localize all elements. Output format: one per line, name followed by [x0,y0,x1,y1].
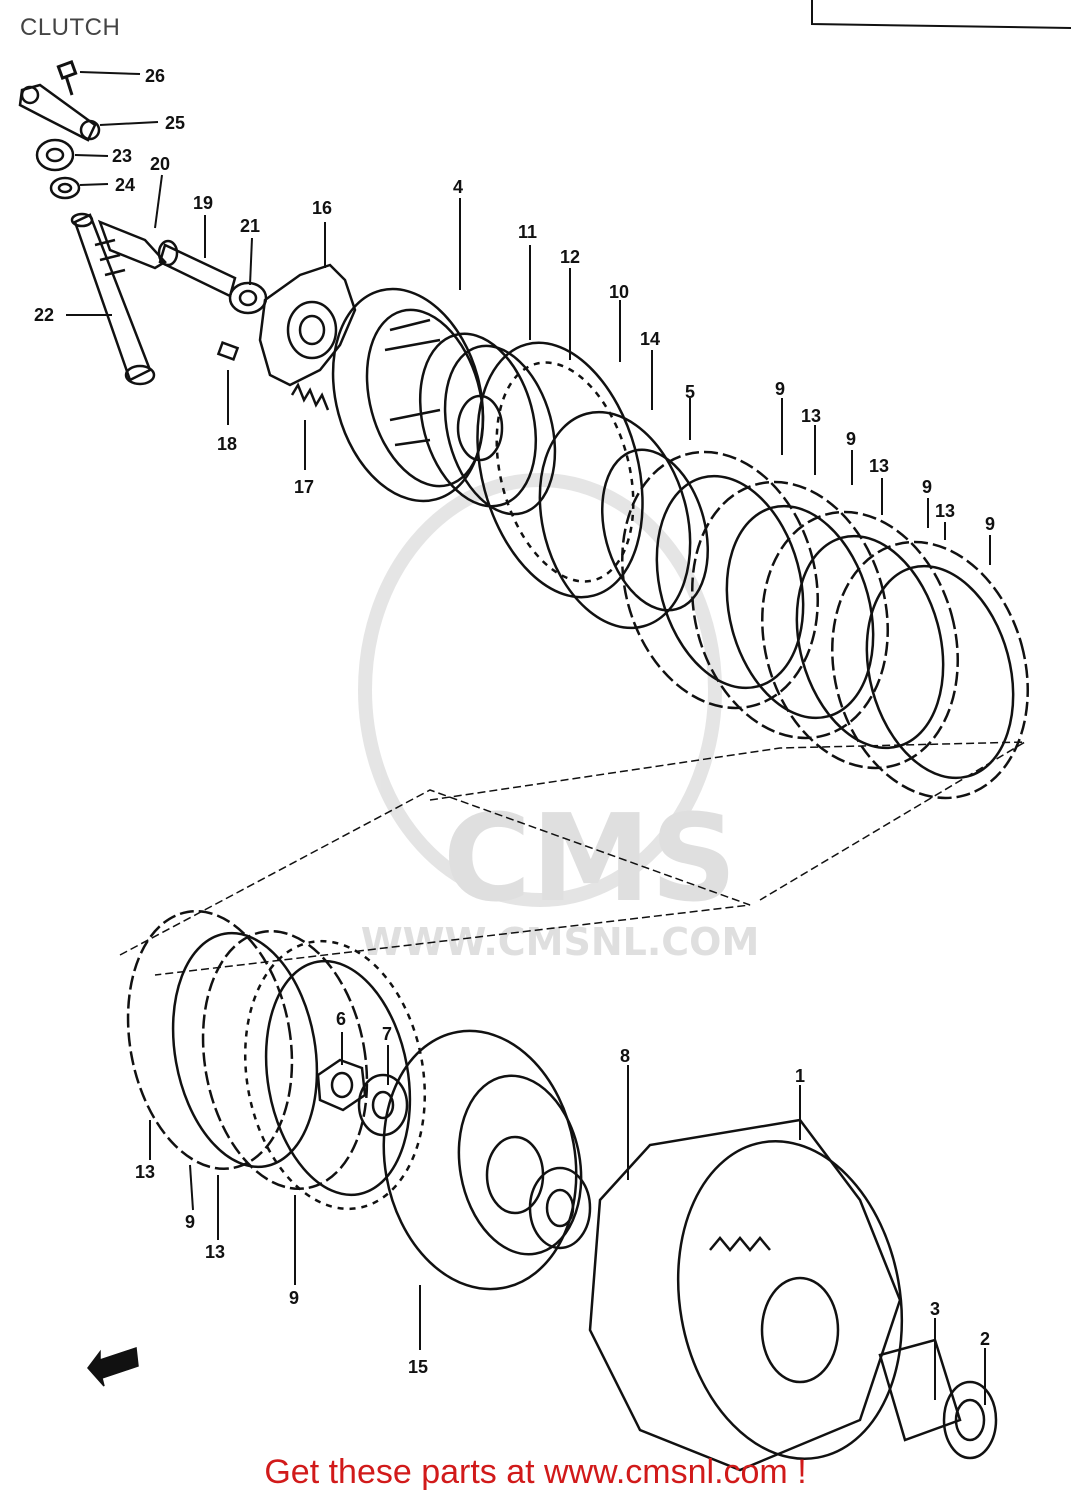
part-label: 16 [312,198,332,218]
pressure-lifter-16 [258,263,357,387]
part-label: 14 [640,329,660,349]
push-rod-20-19 [97,219,237,298]
watermark: CMS WWW.CMSNL.COM [358,473,759,964]
part-label: 26 [145,66,165,86]
part-label: 21 [240,216,260,236]
part-label: 10 [609,282,629,302]
nut-6-washer-7 [316,1058,409,1137]
part-label: 22 [34,305,54,325]
friction-ring-10 [476,341,644,599]
pressure-plate-4 [331,287,485,503]
leader-lines [66,71,991,1405]
spring-17 [290,382,330,411]
part-label: 9 [185,1212,195,1232]
spacer-3-washer-2 [878,1338,998,1460]
part-label: 19 [193,193,213,213]
bearing-21 [228,281,268,315]
part-label: 2 [980,1329,990,1349]
washers-23-24 [35,138,81,200]
bolt-18 [216,341,240,361]
part-label: 17 [294,477,314,497]
part-label: 23 [112,146,132,166]
parts-link-banner[interactable]: Get these parts at www.cmsnl.com ! [264,1453,807,1491]
lower-group-outline [119,789,751,976]
part-label: 13 [135,1162,155,1182]
part-label: 15 [408,1357,428,1377]
part-label: 13 [869,456,889,476]
part-label: 25 [165,113,185,133]
part-label: 7 [382,1024,392,1044]
part-label: 5 [685,382,695,402]
part-label: 9 [775,379,785,399]
release-arm [18,83,101,142]
bolt-26 [56,60,78,96]
part-label: 9 [985,514,995,534]
plates-11-12 [418,332,557,516]
front-direction-arrow-icon [87,1346,139,1387]
part-label: 13 [935,501,955,521]
part-label: 11 [518,222,537,242]
part-label: 9 [922,477,932,497]
clutch-plate-stack [621,450,1029,800]
part-label: 1 [795,1066,805,1086]
primary-driven-gear-1 [588,1118,904,1472]
part-label: 13 [205,1242,225,1262]
thrust-washer-8 [528,1166,592,1250]
watermark-brand: CMS [443,790,737,929]
part-label: 12 [560,247,580,267]
part-label: 20 [150,154,170,174]
part-label: 9 [846,429,856,449]
plate-14-wire-5 [538,410,710,630]
frame-corner [811,0,1071,29]
part-label: 18 [217,434,237,454]
part-label: 4 [453,177,463,197]
part-label: 8 [620,1046,630,1066]
release-rod-22 [70,212,156,386]
lower-plates-9-13 [126,909,369,1191]
part-label: 9 [289,1288,299,1308]
part-label: 6 [336,1009,346,1029]
part-label: 3 [930,1299,940,1319]
part-labels: 1 2 3 4 5 6 7 8 9 9 9 9 9 9 10 11 12 13 … [34,66,995,1377]
part-label: 24 [115,175,135,195]
part-label: 13 [801,406,821,426]
page-title: CLUTCH [20,14,121,41]
